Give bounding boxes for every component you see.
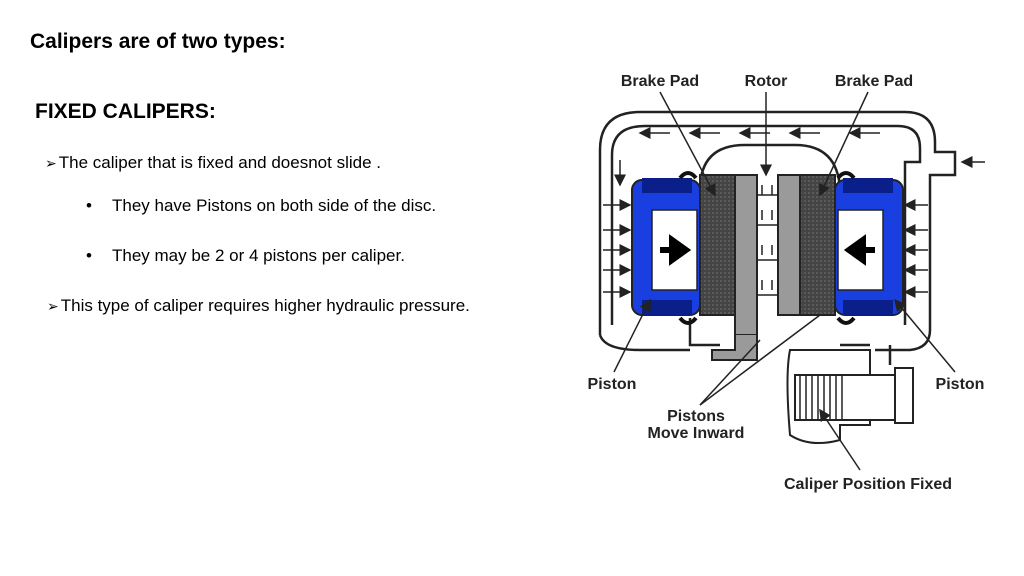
label-brake-pad-left: Brake Pad [621,73,699,90]
label-rotor: Rotor [745,73,788,90]
rotor [711,174,801,361]
piston-right [834,178,904,316]
piston-seals [678,171,856,325]
sub-bullet-text: They have Pistons on both side of the di… [112,196,437,215]
bullet-hydraulic-pressure: ➢ This type of caliper requires higher h… [47,296,470,316]
brake-pads [699,174,836,316]
label-brake-pad-right: Brake Pad [835,73,913,90]
hydraulic-flow-arrows [614,127,985,187]
caliper-housing [598,110,957,365]
bullet-fixed-caliper: ➢ The caliper that is fixed and doesnot … [45,153,381,173]
label-pistons-move-line2: Move Inward [648,425,745,442]
label-piston-right: Piston [936,376,985,393]
sub-bullet-text: They may be 2 or 4 pistons per caliper. [112,246,405,265]
mounting-bolt [786,349,914,445]
label-pistons-move-line1: Pistons [667,408,725,425]
sub-bullet-piston-count: • They may be 2 or 4 pistons per caliper… [86,246,405,266]
label-caliper-position-fixed: Caliper Position Fixed [784,476,952,493]
bullet-text: This type of caliper requires higher hyd… [60,296,470,315]
leader-lines [613,91,956,471]
arrow-bullet-icon: ➢ [47,298,59,314]
dot-bullet-icon: • [86,196,92,215]
bullet-text: The caliper that is fixed and doesnot sl… [58,153,381,172]
label-piston-left: Piston [588,376,637,393]
fixed-caliper-diagram: Brake Pad Rotor Brake Pad Piston Piston … [588,73,985,493]
dot-bullet-icon: • [86,246,92,265]
sub-bullet-pistons-both-sides: • They have Pistons on both side of the … [86,196,436,216]
pressure-arrows [603,199,928,298]
slide-title: Calipers are of two types: [30,30,286,53]
piston-left [631,178,701,316]
arrow-bullet-icon: ➢ [45,155,57,171]
section-heading: FIXED CALIPERS: [35,100,216,123]
